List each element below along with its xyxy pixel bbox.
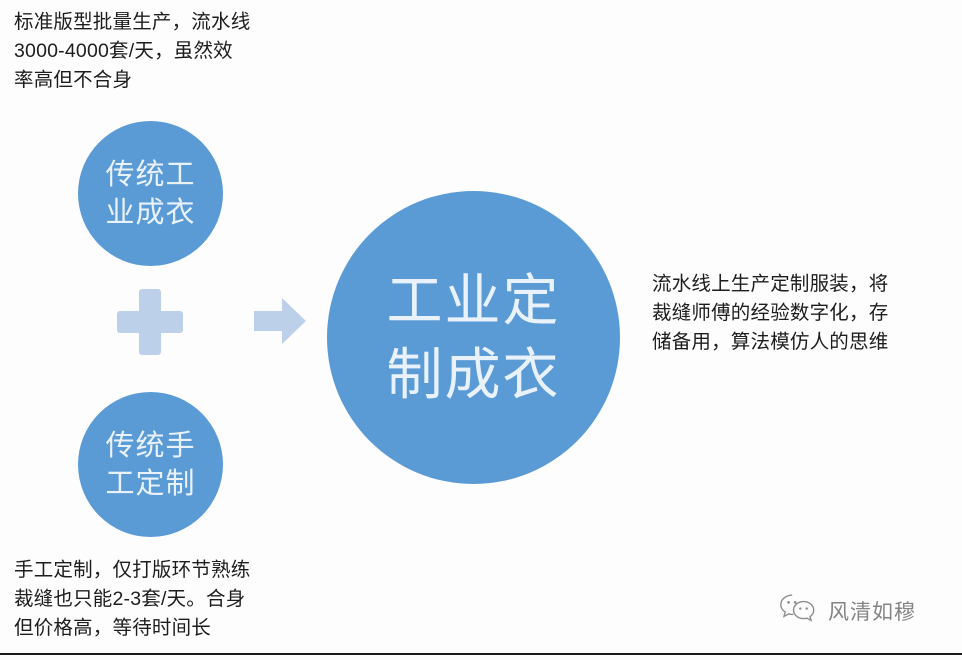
footer-rule xyxy=(0,653,962,655)
plus-icon-vertical-bar xyxy=(139,289,161,355)
caption-traditional-handmade: 手工定制，仅打版环节熟练 裁缝也只能2-3套/天。合身 但价格高，等待时间长 xyxy=(14,559,251,639)
node-industrial-custom-label: 工业定 制成衣 xyxy=(386,268,561,406)
node-traditional-industrial: 传统工 业成衣 xyxy=(78,121,223,266)
watermark: 风清如穆 xyxy=(778,592,916,629)
arrow-right-icon xyxy=(252,295,308,347)
node-traditional-handmade-label: 传统手 工定制 xyxy=(105,429,196,500)
caption-traditional-industrial: 标准版型批量生产，流水线 3000-4000套/天，虽然效 率高但不合身 xyxy=(14,11,251,91)
caption-industrial-custom: 流水线上生产定制服装，将 裁缝师傅的经验数字化，存 储备用，算法模仿人的思维 xyxy=(652,273,889,353)
watermark-account-name: 风清如穆 xyxy=(828,599,916,624)
node-industrial-custom: 工业定 制成衣 xyxy=(327,191,620,484)
plus-icon xyxy=(117,289,183,355)
node-traditional-handmade: 传统手 工定制 xyxy=(78,392,223,537)
wechat-icon xyxy=(778,592,818,629)
node-traditional-industrial-label: 传统工 业成衣 xyxy=(105,158,196,229)
